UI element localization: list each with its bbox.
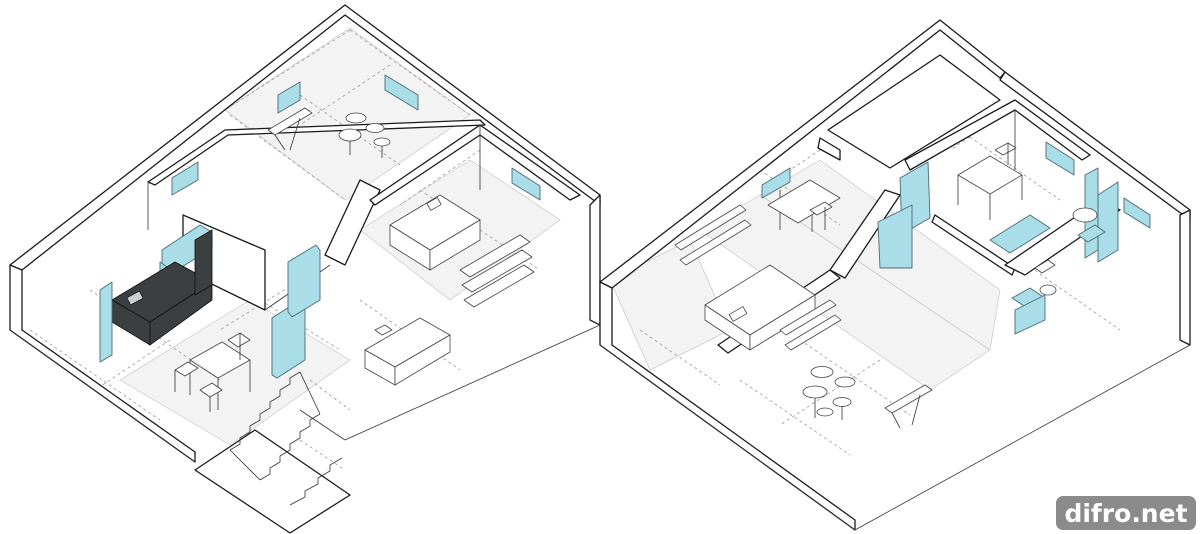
right-shelves <box>674 204 842 351</box>
right-glass-panel-2 <box>877 204 913 269</box>
dining-set <box>174 332 251 412</box>
right-void-room <box>827 54 1001 169</box>
left-window-2 <box>384 74 419 111</box>
living-sofa-left <box>364 317 451 386</box>
music-room-right <box>802 366 933 429</box>
bedroom-left <box>389 194 535 308</box>
right-dining-set <box>957 142 1023 220</box>
right-glass-panel-4 <box>1097 181 1119 263</box>
right-partition-upper <box>817 137 841 161</box>
watermark-background <box>1056 496 1196 530</box>
right-window-3 <box>1123 197 1151 229</box>
right-study <box>767 179 841 232</box>
left-outer-wall-right <box>589 194 601 326</box>
music-room-left <box>267 107 391 158</box>
left-window-3 <box>171 161 199 196</box>
left-window-1 <box>277 81 301 114</box>
watermark-text: difro.net <box>1064 499 1187 528</box>
right-outer-wall-right <box>1179 209 1191 346</box>
watermark-badge: difro.net <box>1056 496 1196 530</box>
left-partition-center <box>324 179 381 266</box>
right-window-2 <box>1045 141 1075 176</box>
right-bed <box>704 264 816 351</box>
right-partition-diagonal <box>829 189 901 279</box>
right-floor-plan <box>599 19 1191 531</box>
right-bathroom <box>989 207 1106 335</box>
right-partition-right <box>931 214 1016 276</box>
right-window-1 <box>761 167 791 199</box>
left-window-4 <box>511 167 541 201</box>
right-partition-upper-right <box>904 99 1091 171</box>
kitchen-glass-panel <box>99 281 113 363</box>
kitchen-unit <box>99 224 213 363</box>
staircase <box>194 371 351 534</box>
left-glass-door-2 <box>287 244 321 318</box>
left-floor-plan <box>9 4 601 534</box>
left-partition-upper <box>147 119 486 186</box>
